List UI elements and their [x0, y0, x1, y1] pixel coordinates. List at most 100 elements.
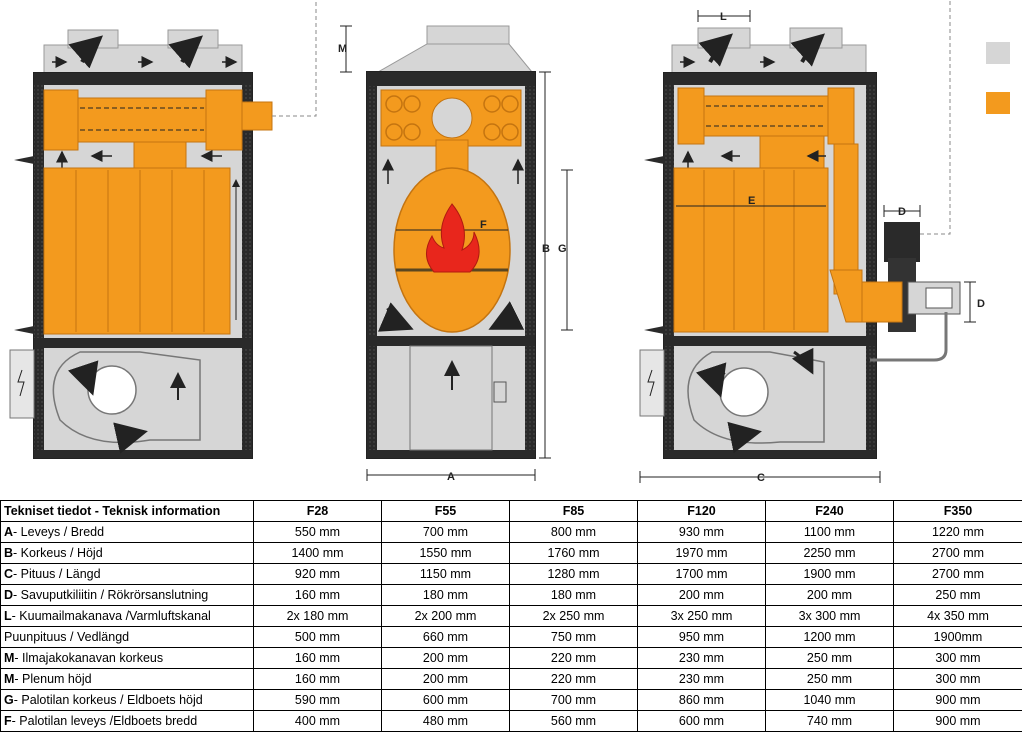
- heater-diagram: M F: [9, 0, 1010, 484]
- value-cell: 740 mm: [765, 710, 894, 732]
- row-key: C: [4, 567, 14, 581]
- value-cell: 500 mm: [253, 626, 382, 648]
- dim-label-d-side: D: [977, 298, 985, 310]
- row-label: A- Leveys / Bredd: [0, 521, 254, 543]
- dim-label-c: C: [757, 472, 765, 484]
- value-cell: 1400 mm: [253, 542, 382, 564]
- table-row: F- Palotilan leveys /Eldboets bredd 400 m…: [0, 710, 1022, 732]
- value-cell: 200 mm: [637, 584, 766, 606]
- row-label-text: - Ilmajakokanavan korkeus: [14, 651, 164, 665]
- value-cell: 200 mm: [381, 668, 510, 690]
- row-label: M- Plenum höjd: [0, 668, 254, 690]
- row-label-text: - Kuumailmakanava /Varmluftskanal: [11, 609, 211, 623]
- value-cell: 860 mm: [637, 689, 766, 711]
- row-label: D- Savuputkiliitin / Rökrörsanslutning: [0, 584, 254, 606]
- value-cell: 220 mm: [509, 647, 638, 669]
- value-cell: 950 mm: [637, 626, 766, 648]
- model-header: F350: [893, 500, 1022, 522]
- value-cell: 2700 mm: [893, 542, 1022, 564]
- value-cell: 1200 mm: [765, 626, 894, 648]
- model-header: F85: [509, 500, 638, 522]
- table-header-label: Tekniset tiedot - Teknisk information: [0, 500, 254, 522]
- dim-label-a: A: [447, 471, 455, 483]
- value-cell: 1150 mm: [381, 563, 510, 585]
- value-cell: 920 mm: [253, 563, 382, 585]
- middle-heater-view: M F: [338, 25, 573, 483]
- value-cell: 2700 mm: [893, 563, 1022, 585]
- row-label-text: - Pituus / Längd: [13, 567, 101, 581]
- value-cell: 250 mm: [893, 584, 1022, 606]
- value-cell: 230 mm: [637, 647, 766, 669]
- left-heater-view: [9, 0, 317, 459]
- value-cell: 200 mm: [381, 647, 510, 669]
- value-cell: 900 mm: [893, 689, 1022, 711]
- value-cell: 2250 mm: [765, 542, 894, 564]
- value-cell: 600 mm: [381, 689, 510, 711]
- value-cell: 250 mm: [765, 647, 894, 669]
- value-cell: 1900mm: [893, 626, 1022, 648]
- legend-swatch-orange: [986, 92, 1010, 114]
- row-label-text: - Savuputkiliitin / Rökrörsanslutning: [13, 588, 209, 602]
- value-cell: 250 mm: [765, 668, 894, 690]
- value-cell: 2x 250 mm: [509, 605, 638, 627]
- row-label-text: - Leveys / Bredd: [13, 525, 105, 539]
- row-label-text: Puunpituus / Vedlängd: [4, 630, 130, 644]
- value-cell: 300 mm: [893, 647, 1022, 669]
- value-cell: 2x 200 mm: [381, 605, 510, 627]
- specs-table: Tekniset tiedot - Teknisk information F2…: [0, 500, 1022, 732]
- dim-label-f: F: [480, 219, 487, 231]
- row-key: A: [4, 525, 14, 539]
- value-cell: 1280 mm: [509, 563, 638, 585]
- model-header: F240: [765, 500, 894, 522]
- row-label-text: - Palotilan korkeus / Eldboets höjd: [13, 693, 203, 707]
- row-key: G: [4, 693, 14, 707]
- value-cell: 800 mm: [509, 521, 638, 543]
- model-header: F120: [637, 500, 766, 522]
- value-cell: 2x 180 mm: [253, 605, 382, 627]
- dim-label-b: B: [542, 243, 550, 255]
- value-cell: 400 mm: [253, 710, 382, 732]
- dim-label-m: M: [338, 43, 347, 55]
- dim-label-l: L: [720, 11, 727, 23]
- row-label-text: - Korkeus / Höjd: [13, 546, 103, 560]
- value-cell: 660 mm: [381, 626, 510, 648]
- row-key: F: [4, 714, 12, 728]
- row-label: G- Palotilan korkeus / Eldboets höjd: [0, 689, 254, 711]
- value-cell: 700 mm: [381, 521, 510, 543]
- legend-swatch-gray: [986, 42, 1010, 64]
- value-cell: 700 mm: [509, 689, 638, 711]
- value-cell: 1760 mm: [509, 542, 638, 564]
- row-label-text: - Palotilan leveys /Eldboets bredd: [11, 714, 198, 728]
- value-cell: 300 mm: [893, 668, 1022, 690]
- value-cell: 230 mm: [637, 668, 766, 690]
- value-cell: 1550 mm: [381, 542, 510, 564]
- value-cell: 160 mm: [253, 668, 382, 690]
- value-cell: 220 mm: [509, 668, 638, 690]
- dim-label-d-top: D: [898, 206, 906, 218]
- value-cell: 560 mm: [509, 710, 638, 732]
- dim-label-g: G: [558, 243, 567, 255]
- table-header-row: Tekniset tiedot - Teknisk information F2…: [0, 500, 1022, 522]
- row-label-text: - Plenum höjd: [14, 672, 92, 686]
- model-header: F28: [253, 500, 382, 522]
- value-cell: 1220 mm: [893, 521, 1022, 543]
- value-cell: 200 mm: [765, 584, 894, 606]
- value-cell: 1100 mm: [765, 521, 894, 543]
- value-cell: 550 mm: [253, 521, 382, 543]
- value-cell: 1970 mm: [637, 542, 766, 564]
- value-cell: 600 mm: [637, 710, 766, 732]
- value-cell: 160 mm: [253, 647, 382, 669]
- row-key: M: [4, 651, 15, 665]
- value-cell: 1900 mm: [765, 563, 894, 585]
- row-label: M- Ilmajakokanavan korkeus: [0, 647, 254, 669]
- row-label: L- Kuumailmakanava /Varmluftskanal: [0, 605, 254, 627]
- row-label: C- Pituus / Längd: [0, 563, 254, 585]
